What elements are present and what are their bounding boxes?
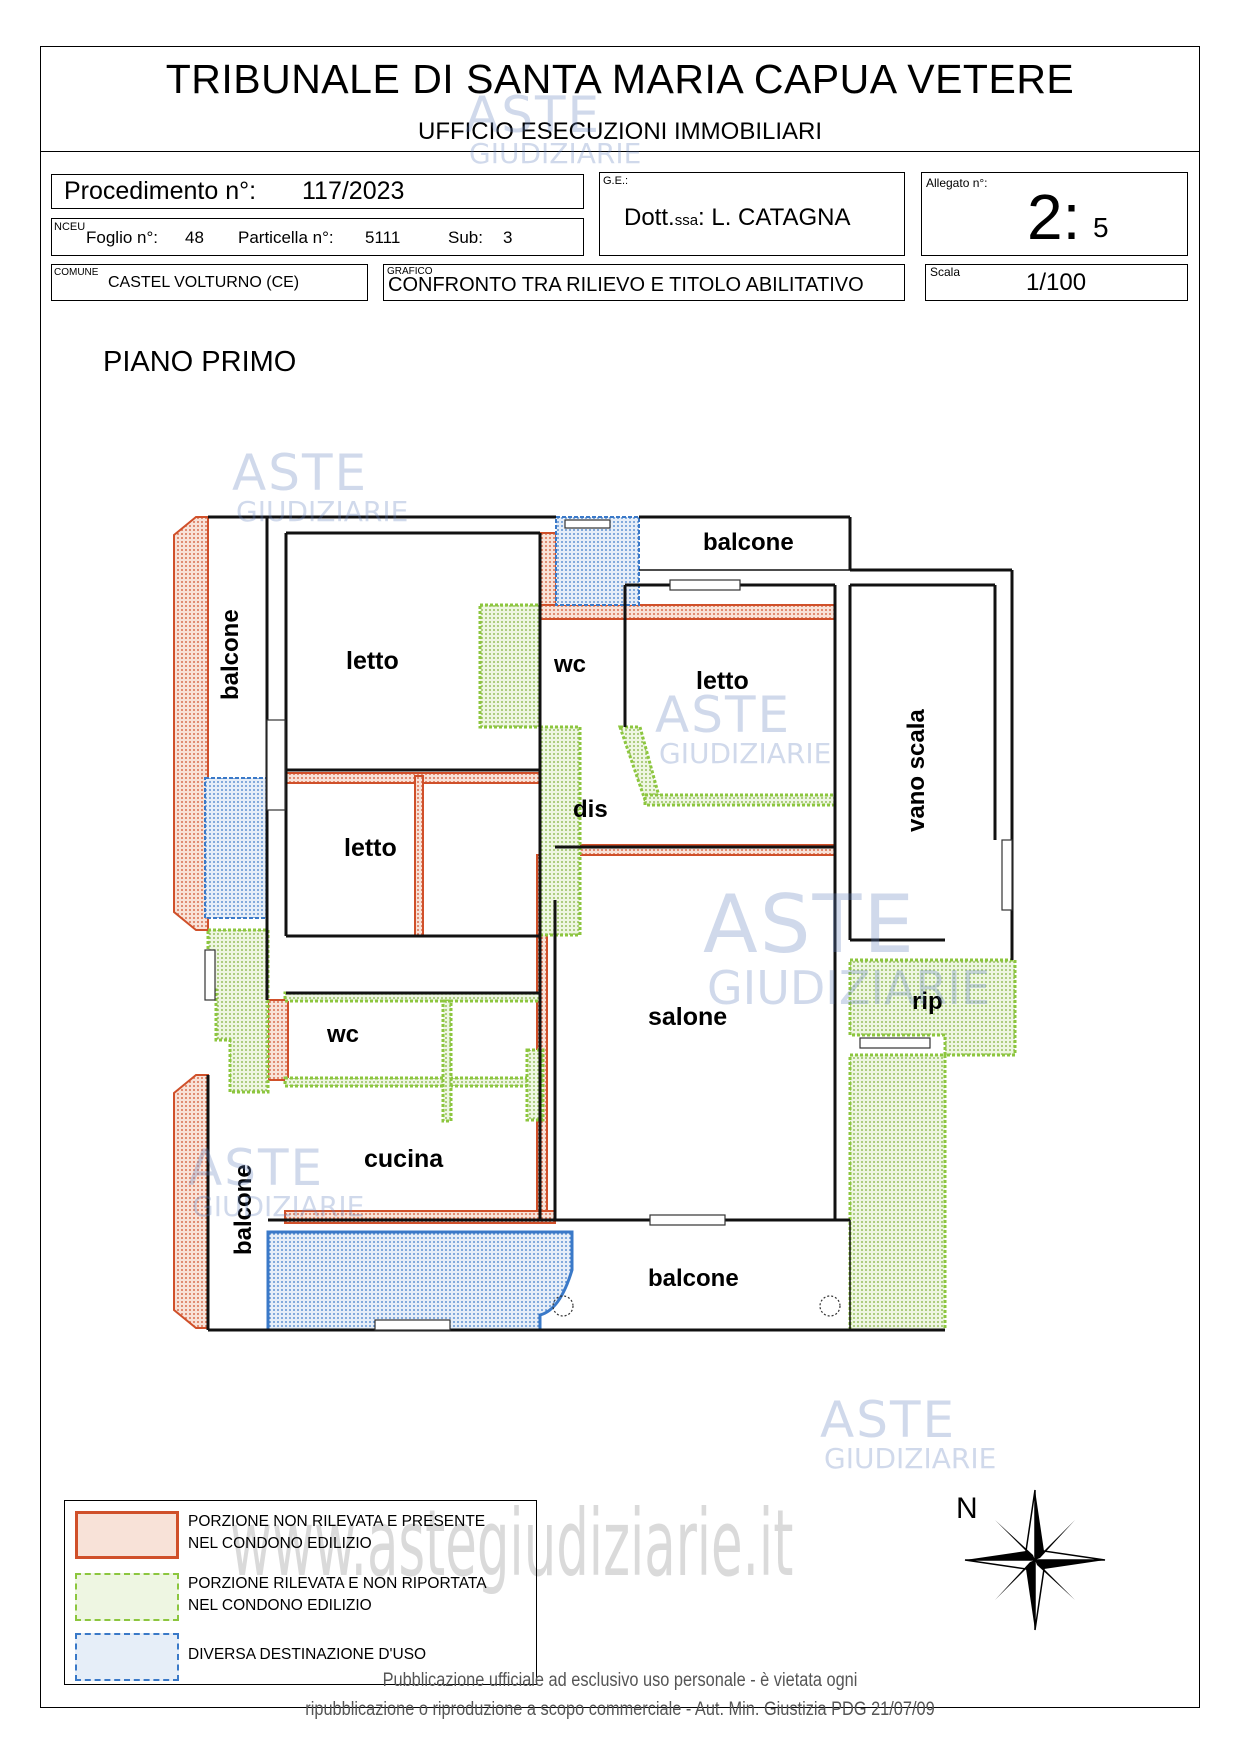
zone-red-band-upper <box>539 604 836 620</box>
window-left-2 <box>204 949 216 1001</box>
grafico-value: CONFRONTO TRA RILIEVO E TITOLO ABILITATI… <box>388 274 864 296</box>
window-rip <box>859 1037 931 1049</box>
columns <box>552 1295 841 1317</box>
room-cucina: cucina <box>364 1145 444 1173</box>
procedimento-value: 117/2023 <box>302 177 405 205</box>
window-top-blue <box>564 519 611 529</box>
zone-green-dis <box>538 725 582 937</box>
foglio-value: 48 <box>185 228 204 247</box>
scala-label: Scala <box>930 265 961 279</box>
window-stair-right <box>1001 839 1013 911</box>
room-letto-1: letto <box>346 647 399 675</box>
judge-name: Dott.ssa: L. CATAGNA <box>624 204 851 231</box>
watermark-site: www.astegiudiziarie.it <box>230 1490 794 1597</box>
ge-box <box>599 172 905 256</box>
zone-red-wall-v1 <box>414 775 424 937</box>
particella-label: Particella n°: <box>238 228 334 247</box>
room-dis: dis <box>573 796 608 823</box>
scala-box <box>925 264 1188 301</box>
nceu-label: NCEU <box>54 221 86 233</box>
office-subtitle: UFFICIO ESECUZIONI IMMOBILIARI <box>417 118 823 145</box>
grafico-box <box>383 264 905 301</box>
compass-north-label: N <box>956 1492 978 1525</box>
zone-green-wc-cross-v <box>441 999 453 1123</box>
legend-swatch-red <box>75 1511 179 1559</box>
legend-text-blue: DIVERSA DESTINAZIONE D'USO <box>188 1646 427 1663</box>
procedimento-box <box>51 174 584 209</box>
zone-green-left-stair <box>206 928 270 1094</box>
zone-green-wc-top <box>478 603 542 729</box>
room-letto-3: letto <box>344 834 397 862</box>
header-divider <box>40 151 1200 152</box>
column-2 <box>819 1295 841 1317</box>
room-wc-1: wc <box>554 651 587 678</box>
zones-rilevate <box>206 603 1017 1332</box>
sub-value: 3 <box>503 228 513 247</box>
room-balcone-bottom: balcone <box>648 1265 739 1292</box>
particella-value: 5111 <box>365 228 401 247</box>
zone-red-left-balcony-top <box>173 516 209 931</box>
zone-red-top-wall <box>539 532 557 606</box>
comune-box <box>51 264 368 301</box>
allegato-label: Allegato n°: <box>926 176 988 190</box>
floor-label: PIANO PRIMO <box>103 346 297 378</box>
zone-blue-left <box>204 777 268 919</box>
room-balcone-left-top: balcone <box>217 609 244 700</box>
room-letto-2: letto <box>696 667 749 695</box>
footer-line-2: ripubblicazione o riproduzione a scopo c… <box>305 1699 935 1720</box>
sub-label: Sub: <box>448 228 483 247</box>
zones-destinazione <box>204 516 640 1332</box>
comune-label: COMUNE <box>54 267 99 278</box>
room-balcone-top: balcone <box>703 529 794 556</box>
zone-green-wc-cross-h2 <box>283 1076 542 1088</box>
zone-red-left-balcony-bottom <box>173 1074 209 1329</box>
procedimento-label: Procedimento n°: <box>64 177 257 205</box>
ge-label: G.E.: <box>603 175 629 187</box>
zone-red-band-letto <box>284 772 542 784</box>
zone-green-right-strip <box>848 1053 947 1332</box>
court-title: TRIBUNALE DI SANTA MARIA CAPUA VETERE <box>165 56 1075 102</box>
window-left-1 <box>266 719 286 811</box>
zone-green-dis-diag <box>617 725 662 802</box>
room-wc-2: wc <box>327 1021 360 1048</box>
allegato-box <box>921 172 1188 256</box>
room-salone: salone <box>648 1003 728 1031</box>
room-balcone-left-bottom: balcone <box>230 1164 257 1255</box>
zone-blue-bottom <box>266 1230 574 1332</box>
zone-blue-top <box>555 516 640 606</box>
compass-rose <box>964 1489 1106 1631</box>
legend-swatch-green <box>75 1573 179 1621</box>
nceu-box <box>51 218 584 256</box>
room-vano-scala: vano scala <box>903 709 930 832</box>
window-blue-bottom <box>374 1319 451 1331</box>
foglio-label: Foglio n°: <box>86 228 159 247</box>
grafico-label: GRAFICO <box>387 266 433 277</box>
footer-line-1: Pubblicazione ufficiale ad esclusivo uso… <box>382 1670 858 1691</box>
room-rip: rip <box>912 988 943 1015</box>
zone-red-band-wc <box>267 999 289 1081</box>
comune-value: CASTEL VOLTURNO (CE) <box>108 274 300 291</box>
scala-value: 1/100 <box>1026 269 1087 296</box>
zone-green-letto-band <box>643 793 837 807</box>
allegato-main: 2: <box>1027 181 1081 253</box>
column-1 <box>552 1295 574 1317</box>
sheet-frame <box>40 46 1200 1708</box>
legend-swatch-blue <box>75 1633 179 1681</box>
window-letto3-top <box>669 579 741 591</box>
allegato-sub: 5 <box>1093 212 1109 243</box>
window-salone-bottom <box>649 1214 726 1226</box>
windows <box>204 519 1013 1331</box>
